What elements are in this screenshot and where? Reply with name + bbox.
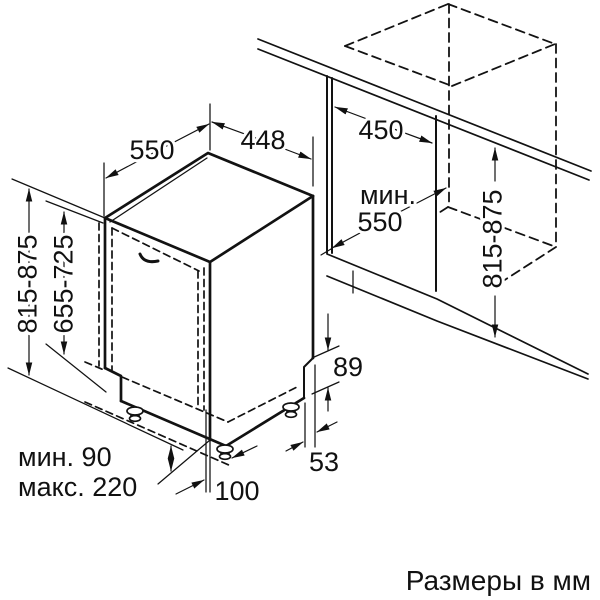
label-plinth-min-90: мин. 90 xyxy=(18,442,112,472)
label-height-815-875-left: 815-875 xyxy=(13,234,43,333)
label-niche-height-815-875: 815-875 xyxy=(478,189,508,288)
front-left-foot xyxy=(126,406,144,423)
dimension-niche-height-815-875: 815-875 xyxy=(475,147,511,338)
dimension-panel-height-655-725: 655-725 xyxy=(46,211,82,355)
countertop-lines xyxy=(257,38,592,181)
floor-lines xyxy=(326,253,589,380)
label-depth-550: 550 xyxy=(129,135,174,165)
niche-dashed-outline xyxy=(344,3,557,284)
dimension-niche-width-450: 450 xyxy=(334,106,433,148)
right-foot xyxy=(282,402,300,419)
left-extension-lines xyxy=(7,178,211,485)
caption-units: Размеры в мм xyxy=(406,565,591,596)
label-foot-offset-100: 100 xyxy=(214,476,259,506)
dimension-rear-step-89: 89 xyxy=(324,313,366,412)
door-handle xyxy=(138,252,160,264)
plinth-dashed-lines xyxy=(84,361,298,467)
label-rear-step-89: 89 xyxy=(333,352,363,382)
label-plinth-max-220: макс. 220 xyxy=(18,472,137,502)
door-panel-dashed-lines xyxy=(98,222,205,411)
dimension-height-815-875-left: 815-875 xyxy=(10,188,46,376)
dimension-niche-depth-min550: мин. 550 xyxy=(320,177,447,256)
label-panel-height-655-725: 655-725 xyxy=(49,234,79,333)
dimension-rear-step-53: 53 xyxy=(285,421,342,480)
niche-partition-panel xyxy=(326,75,354,294)
label-niche-depth-550: 550 xyxy=(357,207,402,237)
label-width-448: 448 xyxy=(240,125,285,155)
dimension-foot-offset-100: 100 xyxy=(175,445,263,509)
front-right-foot xyxy=(216,444,234,461)
label-rear-step-53: 53 xyxy=(309,447,339,477)
dishwasher-feet xyxy=(126,402,300,461)
label-niche-width-450: 450 xyxy=(358,115,403,145)
dimension-width-448: 448 xyxy=(211,121,312,160)
label-niche-depth-min: мин. xyxy=(360,180,416,210)
dimension-extension-lines xyxy=(103,103,340,493)
dimension-depth-550: 550 xyxy=(105,123,210,179)
dimension-plinth-height: мин. 90 макс. 220 xyxy=(15,439,175,505)
